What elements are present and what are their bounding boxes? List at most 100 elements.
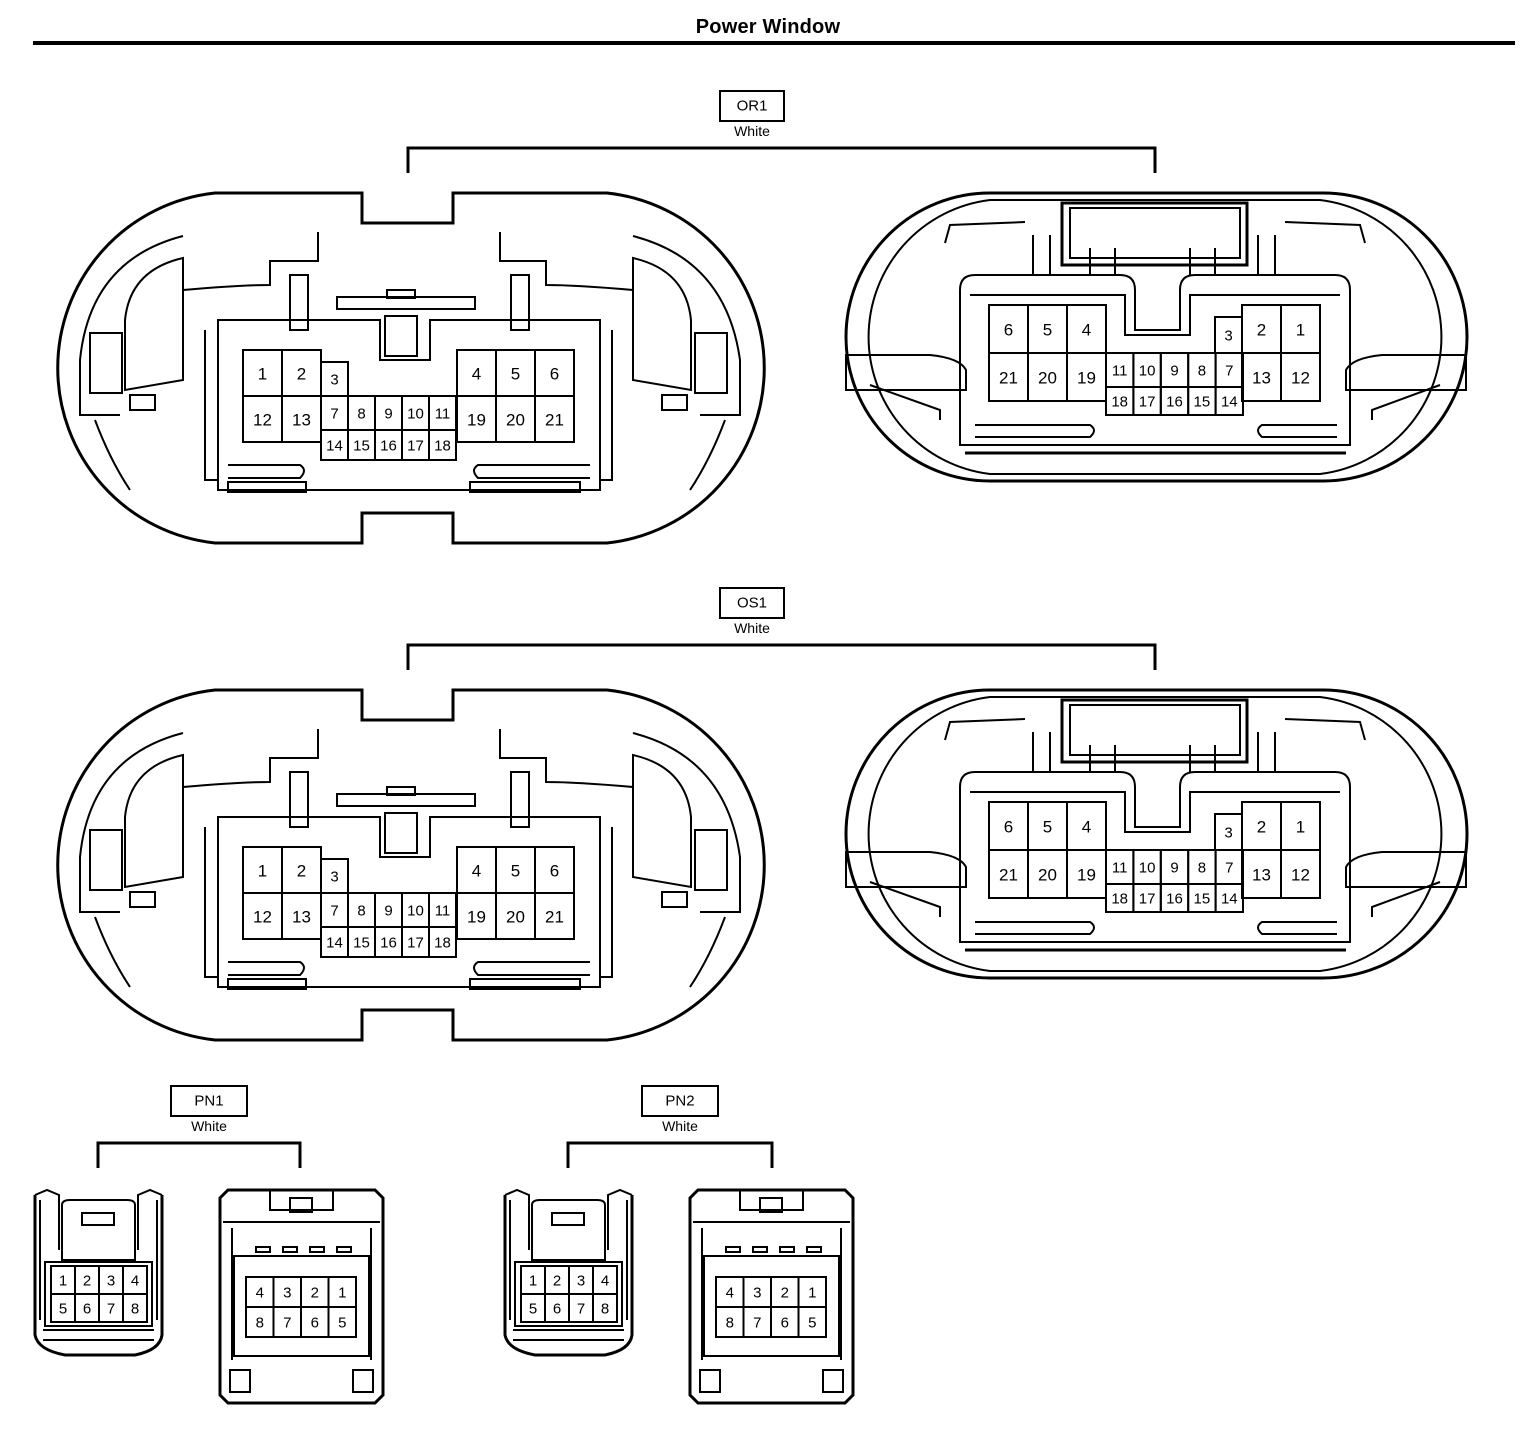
retainer-slot bbox=[1257, 921, 1337, 935]
pin-number: 3 bbox=[1224, 825, 1232, 842]
housing-inner-line bbox=[509, 1200, 628, 1320]
pin-number: 13 bbox=[292, 411, 311, 430]
pin-number: 5 bbox=[338, 1315, 346, 1332]
pin-number: 4 bbox=[601, 1273, 609, 1290]
pin-number: 8 bbox=[601, 1301, 609, 1318]
pin-number: 17 bbox=[407, 438, 424, 455]
guide-outline bbox=[182, 729, 319, 788]
latch-ribs bbox=[1089, 248, 1216, 275]
pin-number: 1 bbox=[808, 1285, 816, 1302]
latch-tab bbox=[129, 891, 156, 908]
pin-number: 18 bbox=[434, 438, 451, 455]
housing-outline bbox=[688, 1188, 855, 1405]
pin-cell bbox=[534, 395, 575, 443]
side-wing-arm bbox=[869, 881, 941, 917]
pin-number: 12 bbox=[253, 908, 272, 927]
pin-number: 8 bbox=[726, 1315, 734, 1332]
latch-tab bbox=[759, 1197, 783, 1213]
housing-inner-arc bbox=[689, 419, 726, 491]
retainer-bar bbox=[469, 481, 581, 493]
guide-post bbox=[510, 274, 530, 331]
pin-number: 5 bbox=[1043, 321, 1052, 340]
guide-outline bbox=[499, 729, 634, 788]
housing-inner-arc bbox=[79, 235, 184, 416]
pin-frame bbox=[514, 1261, 623, 1327]
pin-cell bbox=[592, 1293, 618, 1323]
housing-inner-arc bbox=[94, 916, 131, 988]
guide-rail bbox=[386, 786, 416, 796]
pin-number: 8 bbox=[1198, 363, 1206, 380]
housing-inner-arc bbox=[632, 235, 741, 416]
pin-number: 18 bbox=[434, 935, 451, 952]
latch-slot bbox=[739, 1190, 804, 1211]
housing-inner-arc bbox=[689, 916, 726, 988]
pin-frame bbox=[44, 1261, 153, 1327]
retainer-slot bbox=[1257, 424, 1337, 438]
latch-tab bbox=[551, 1212, 585, 1226]
terminal-slot bbox=[336, 1246, 352, 1253]
side-wing bbox=[1345, 851, 1467, 888]
pin-cell bbox=[428, 429, 457, 461]
top-latch bbox=[1060, 698, 1249, 764]
pin-number: 16 bbox=[1166, 394, 1183, 411]
pin-number: 20 bbox=[506, 411, 525, 430]
pin-number: 4 bbox=[1082, 321, 1091, 340]
pin-number: 4 bbox=[472, 862, 481, 881]
housing-outline bbox=[844, 191, 1469, 483]
retainer-slot bbox=[228, 961, 305, 976]
terminal-slot bbox=[752, 1246, 768, 1253]
pin-number: 9 bbox=[384, 903, 392, 920]
pin-number: 1 bbox=[529, 1273, 537, 1290]
latch-tab bbox=[661, 394, 688, 411]
pin-number: 8 bbox=[131, 1301, 139, 1318]
pin-number: 3 bbox=[577, 1273, 585, 1290]
guide-post bbox=[289, 274, 309, 331]
pin-number: 1 bbox=[338, 1285, 346, 1302]
housing-outline bbox=[218, 1188, 385, 1405]
pin-number: 11 bbox=[1112, 363, 1128, 380]
lock-arm bbox=[632, 256, 692, 392]
guide-post bbox=[1032, 235, 1051, 276]
pin-number: 4 bbox=[256, 1285, 264, 1302]
housing-inner-line bbox=[693, 1221, 850, 1360]
pin-number: 7 bbox=[577, 1301, 585, 1318]
corner-block bbox=[229, 1369, 251, 1393]
pin-number: 2 bbox=[297, 862, 306, 881]
pin-number: 15 bbox=[1194, 394, 1211, 411]
lock-arm bbox=[504, 1188, 633, 1250]
pin-number: 5 bbox=[59, 1301, 67, 1318]
terminal-slot bbox=[779, 1246, 795, 1253]
pin-number: 15 bbox=[353, 935, 370, 952]
pin-number: 10 bbox=[407, 406, 424, 423]
pin-frame-inner bbox=[970, 294, 1340, 336]
terminal-slot bbox=[309, 1246, 325, 1253]
pin-frame bbox=[959, 771, 1351, 943]
latch-block bbox=[694, 829, 728, 891]
pin-cell bbox=[428, 926, 457, 958]
pin-number: 6 bbox=[553, 1301, 561, 1318]
pin-number: 14 bbox=[326, 438, 343, 455]
housing-inner-outline bbox=[867, 696, 1443, 972]
latch-block bbox=[89, 332, 123, 394]
connector-code-box bbox=[719, 587, 785, 619]
polarity-key bbox=[384, 812, 418, 854]
pin-number: 11 bbox=[435, 903, 451, 920]
pin-number: 8 bbox=[357, 406, 365, 423]
pin-number: 6 bbox=[311, 1315, 319, 1332]
pin-number: 2 bbox=[781, 1285, 789, 1302]
side-wing bbox=[845, 851, 967, 888]
pin-frame bbox=[217, 816, 601, 988]
pin-number: 3 bbox=[1224, 328, 1232, 345]
shoulder-line bbox=[1284, 718, 1366, 741]
pin-number: 20 bbox=[1038, 369, 1057, 388]
pin-number: 16 bbox=[380, 935, 397, 952]
housing-inner-line bbox=[39, 1200, 158, 1320]
latch-tab bbox=[129, 394, 156, 411]
retainer-bar bbox=[227, 978, 307, 990]
shoulder-line bbox=[944, 718, 1026, 741]
pin-number: 5 bbox=[511, 862, 520, 881]
pin-number: 10 bbox=[1139, 363, 1156, 380]
housing-outline bbox=[56, 688, 766, 1042]
pin-cell bbox=[122, 1293, 148, 1323]
latch-block bbox=[89, 829, 123, 891]
